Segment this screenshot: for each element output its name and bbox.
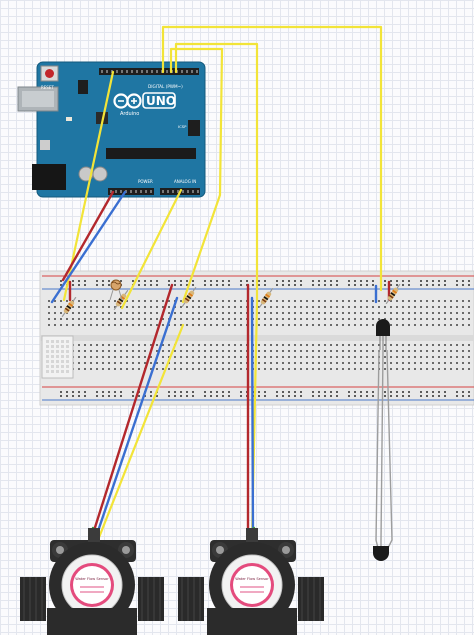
resistor <box>258 287 274 309</box>
resistor <box>181 286 197 308</box>
breadboard-holes <box>48 280 470 397</box>
icsp-label: ICSP <box>178 124 187 129</box>
wire-yellow-flow-1 <box>169 47 224 304</box>
wire-yellow-flow-2 <box>174 42 259 542</box>
analog-label: ANALOG IN <box>174 179 196 184</box>
wire-yellow-temp <box>161 25 383 292</box>
reset-label: RESET <box>41 85 54 90</box>
dc-power-jack <box>32 164 66 190</box>
dht11-sensor <box>41 335 74 379</box>
microcontroller-chip <box>106 148 196 159</box>
power-label: POWER <box>138 179 153 184</box>
water-flow-sensor-1: Water Flow Sensor <box>20 528 164 635</box>
resistors <box>61 283 401 318</box>
digital-header <box>99 68 199 75</box>
wire-blue-gnd <box>50 190 127 304</box>
resistor <box>385 283 401 305</box>
icsp-header-right <box>188 120 200 136</box>
ds18b20-temperature-probe <box>373 319 393 561</box>
uno-logo-text: UNO <box>146 94 176 108</box>
wire-blue-flow-1 <box>93 296 179 542</box>
digital-header-label: DIGITAL (PWM~) <box>148 84 183 89</box>
arduino-brand-text: Arduino <box>120 111 139 117</box>
resistor <box>61 296 77 318</box>
water-flow-sensor-2: Water Flow Sensor <box>178 528 324 635</box>
flow-sensor-2-label: Water Flow Sensor <box>235 577 269 581</box>
wire-blue-flow-2 <box>250 296 255 542</box>
wire-yellow-flow-1-lower <box>96 323 185 542</box>
photoresistor <box>109 279 123 301</box>
arduino-uno-board: RESET DIGITAL (PWM~) UNO Arduino ICSP PO… <box>17 61 206 198</box>
wire-yellow-ldr <box>120 188 183 310</box>
wires <box>50 25 391 542</box>
wire-red-power <box>61 190 115 282</box>
icsp-header-top <box>78 80 88 94</box>
flow-sensor-1-label: Water Flow Sensor <box>75 577 109 581</box>
arduino-logo: UNO Arduino <box>113 92 176 117</box>
wire-red-flow-1 <box>89 283 174 542</box>
